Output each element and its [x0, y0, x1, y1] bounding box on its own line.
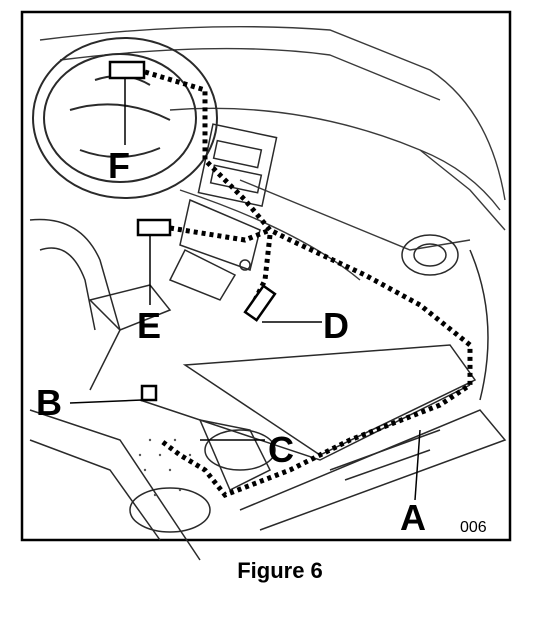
- center-console: [168, 123, 459, 301]
- floor-and-sill: [129, 249, 507, 533]
- seat-and-pedals: [29, 218, 201, 561]
- leader-lines: [69, 78, 421, 501]
- component-b-box: [140, 384, 158, 402]
- components: [108, 60, 277, 402]
- component-d-box: [243, 284, 277, 322]
- callout-c: C: [268, 429, 294, 470]
- callout-b: B: [36, 382, 62, 423]
- component-e-box: [136, 218, 172, 237]
- figure-reference-number: 006: [460, 519, 487, 536]
- component-f-box: [108, 60, 146, 80]
- callout-a: A: [400, 497, 426, 538]
- figure-caption: Figure 6: [237, 558, 323, 583]
- callout-f: F: [108, 145, 130, 186]
- carpet-texture: [138, 438, 192, 497]
- callout-e: E: [137, 305, 161, 346]
- steering-wheel: [32, 37, 218, 199]
- callout-d: D: [323, 305, 349, 346]
- callout-labels: F E D B C A: [36, 145, 426, 538]
